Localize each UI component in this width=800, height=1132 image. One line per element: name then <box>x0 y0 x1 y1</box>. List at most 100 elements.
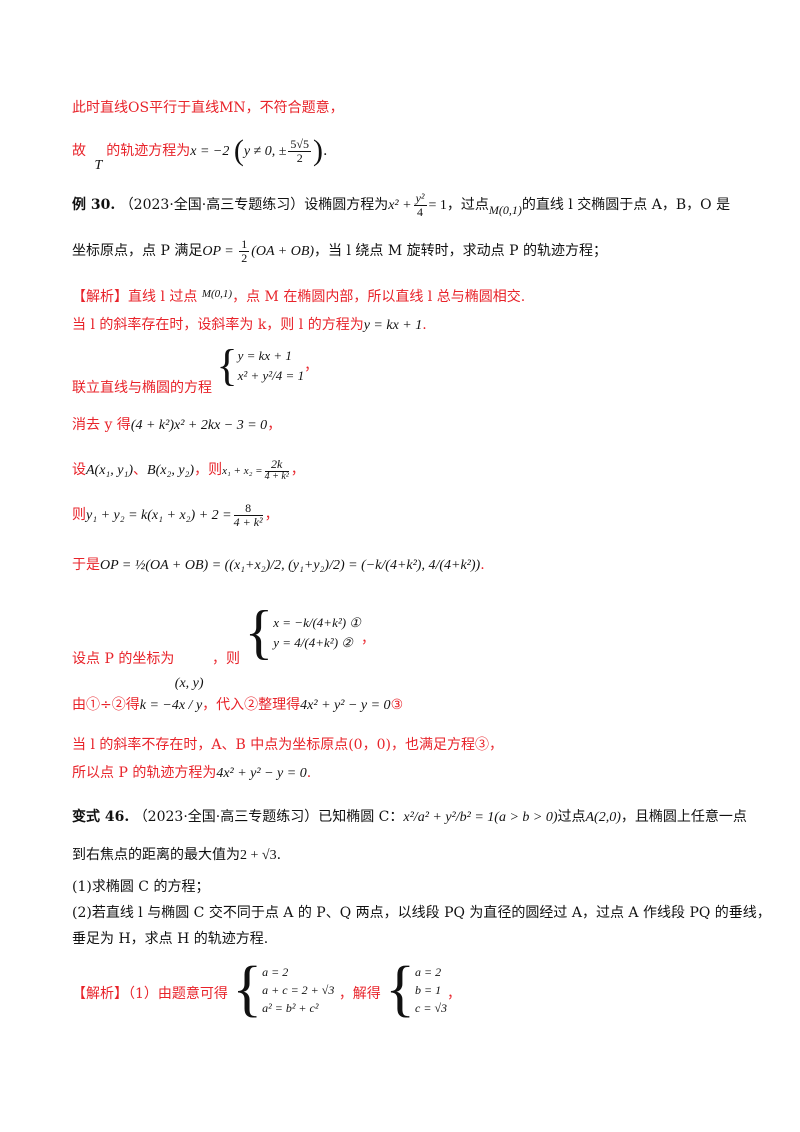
math: y = kx + 1 <box>363 318 423 333</box>
math: y ≠ 0, ± <box>243 144 287 159</box>
math: 2 + √3 <box>240 848 277 863</box>
text: ，则 <box>212 650 240 667</box>
solution-line: 由①÷②得k = −4x / y，代入②整理得4x² + y² − y = 0③ <box>72 694 800 714</box>
solution-line: 联立直线与椭圆的方程 { y = kx + 1 x² + y²/4 = 1 ， <box>72 340 800 398</box>
variation-label: 变式 46. <box>72 809 130 825</box>
text: (1)求椭圆 C 的方程； <box>72 879 210 895</box>
text: （2023·全国·高三专题练习）已知椭圆 C： <box>133 809 404 825</box>
text: 联立直线与椭圆的方程 <box>72 379 212 396</box>
paren: ) <box>313 134 323 167</box>
text: 消去 y 得 <box>72 417 131 433</box>
numerator: 1 <box>239 237 250 252</box>
math: x²/a² + y²/b² = 1(a > b > 0) <box>403 810 558 825</box>
text: 【解析】（1）由题意可得 <box>72 985 228 1002</box>
text: . <box>306 765 312 781</box>
numerator: y² <box>413 191 427 206</box>
equation: a = 2 <box>415 964 442 979</box>
math: (4 + k²)x² + 2kx − 3 = 0 <box>130 418 268 433</box>
text: ③ <box>390 697 404 713</box>
text: 垂足为 H，求点 H 的轨迹方程. <box>72 931 269 947</box>
math: A(2,0) <box>585 810 621 825</box>
text: 过点 <box>557 809 586 825</box>
text: . <box>276 847 282 863</box>
denominator: 4 + k² <box>264 470 289 482</box>
text: 则 <box>72 507 86 524</box>
solution-line: 消去 y 得(4 + k²)x² + 2kx − 3 = 0， <box>72 414 800 434</box>
text: 于是 <box>72 557 100 573</box>
math: A(x₁, y₁) <box>86 463 134 479</box>
denominator: 2 <box>241 250 248 265</box>
math: M(0,1) <box>488 203 522 218</box>
text: ，当 l 绕点 M 旋转时，求动点 P 的轨迹方程； <box>314 243 607 260</box>
denominator: 4 <box>417 204 424 219</box>
solution-line: 于是OP = ½(OA + OB) = ((x₁+x₂)/2, (y₁+y₂)/… <box>72 554 800 574</box>
math: (x, y) <box>174 675 204 691</box>
equation: a = 2 <box>262 964 289 979</box>
text: ， <box>447 985 462 1002</box>
solution-line: 【解析】直线 l 过点 M(0,1)，点 M 在椭圆内部，所以直线 l 总与椭圆… <box>72 286 800 306</box>
math: x₁ + x₂ = <box>222 465 263 478</box>
math: M(0,1) <box>201 288 233 300</box>
numerator: 5√5 <box>288 136 311 152</box>
equation: x = −k/(4+k²) ① <box>273 615 361 630</box>
variation-46-line2: 到右焦点的距离的最大值为2 + √3. <box>72 844 800 864</box>
text: ，过点 <box>446 197 489 214</box>
math: OP = ½(OA + OB) = ((x₁+x₂)/2, (y₁+y₂)/2)… <box>100 558 481 573</box>
equation-system: a = 2 a + c = 2 + √3 a² = b² + c² <box>262 963 334 1017</box>
brace: { <box>216 341 238 390</box>
math: T <box>94 158 103 173</box>
text: ， <box>267 417 282 433</box>
text: ，且椭圆上任意一点 <box>620 809 747 825</box>
math: y₁ + y₂ = k(x₁ + x₂) + 2 = <box>86 508 232 524</box>
text: 此时直线OS平行于直线MN，不符合题意， <box>72 100 344 116</box>
equation: a² = b² + c² <box>262 1000 319 1015</box>
text: ， <box>360 630 375 647</box>
text: 故 <box>72 143 86 159</box>
math: (OA + OB) <box>251 244 315 260</box>
equation: y = kx + 1 <box>237 348 292 363</box>
text: 设 <box>72 462 86 479</box>
text: 【解析】直线 l 过点 <box>72 289 198 305</box>
equation-system: a = 2 b = 1 c = √3 <box>415 963 447 1017</box>
equation: a + c = 2 + √3 <box>262 982 335 997</box>
math: 4x² + y² − y = 0 <box>216 766 307 781</box>
text: . <box>480 557 485 573</box>
solution-text-line: 此时直线OS平行于直线MN，不符合题意， <box>72 97 800 117</box>
text: （2023·全国·高三专题练习）设椭圆方程为 <box>119 197 389 214</box>
text: 当 l 的斜率不存在时，A、B 中点为坐标原点(0，0)，也满足方程③， <box>72 737 503 753</box>
solution-line: 当 l 的斜率不存在时，A、B 中点为坐标原点(0，0)，也满足方程③， <box>72 734 800 754</box>
math: 4x² + y² − y = 0 <box>300 698 391 713</box>
text: 的直线 l 交椭圆于点 A，B，O 是 <box>521 197 731 214</box>
variation-46-header: 变式 46. （2023·全国·高三专题练习）已知椭圆 C：x²/a² + y²… <box>72 806 800 826</box>
text: . <box>422 317 427 333</box>
equation: b = 1 <box>415 982 442 997</box>
question-2: (2)若直线 l 与椭圆 C 交不同于点 A 的 P、Q 两点，以线段 PQ 为… <box>72 902 800 922</box>
text: ，则 <box>194 462 223 479</box>
math: x = −2 <box>190 144 230 159</box>
text: 的轨迹方程为 <box>106 143 191 159</box>
math: = 1 <box>428 198 447 214</box>
text: 当 l 的斜率存在时，设斜率为 k，则 l 的方程为 <box>72 317 364 333</box>
text: 所以点 P 的轨迹方程为 <box>72 765 217 781</box>
equation-system: x = −k/(4+k²) ① y = 4/(4+k²) ② <box>273 613 361 652</box>
brace: { <box>385 955 416 1023</box>
denominator: 4 + k² <box>233 514 263 529</box>
math: B(x₂, y₂) <box>147 463 195 479</box>
equation: y = 4/(4+k²) ② <box>273 634 353 650</box>
example-label: 例 30. <box>72 197 116 214</box>
answer-line: 【解析】（1）由题意可得 { a = 2 a + c = 2 + √3 a² =… <box>72 954 800 1024</box>
question-2-cont: 垂足为 H，求点 H 的轨迹方程. <box>72 928 800 948</box>
solution-line: 所以点 P 的轨迹方程为4x² + y² − y = 0. <box>72 762 800 782</box>
equation: x² + y²/4 = 1 <box>237 367 305 383</box>
text: ，解得 <box>338 985 381 1002</box>
paren: ( <box>233 134 244 167</box>
